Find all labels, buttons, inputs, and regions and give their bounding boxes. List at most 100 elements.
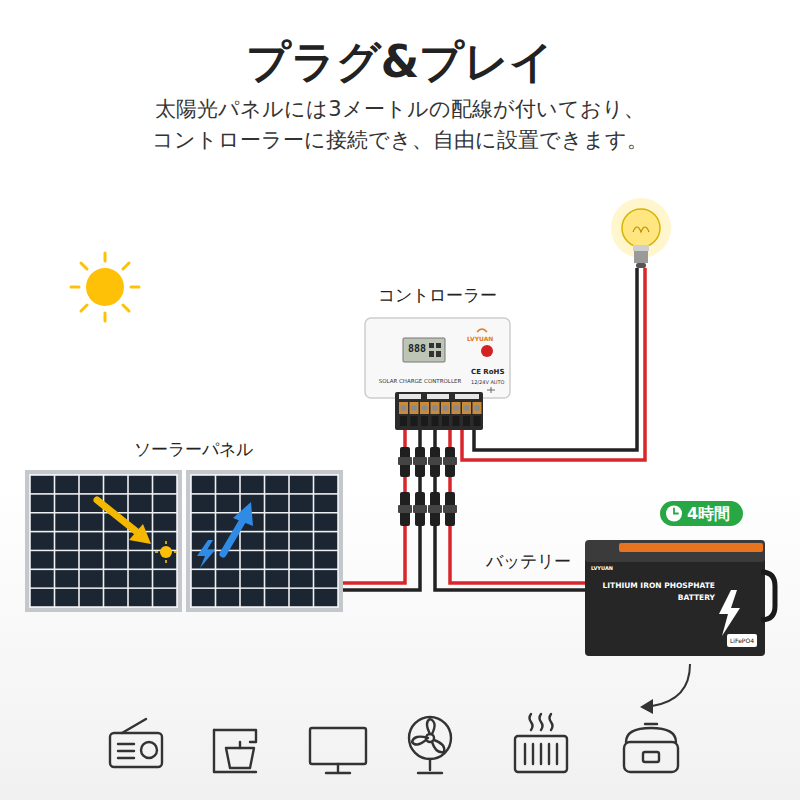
radio-icon-part [118,750,134,752]
sun-symbol-part-part [123,305,129,311]
rice-cooker-icon [624,724,678,772]
curved-arrow-part [652,664,690,706]
solar-panel-graphic-part [80,551,103,568]
solar-panel-graphic-part [55,514,78,531]
solar-panel-graphic-part [216,476,239,493]
solar-panel-graphic-part [80,476,103,493]
solar-panel-graphic-part [129,551,152,568]
mc4-connector-set-part-part [398,457,412,465]
solar-panel-graphic-part [55,532,78,549]
wire-line [435,430,585,590]
charge-controller-graphic-part [403,338,445,362]
solar-panel-graphic-part [314,532,337,549]
time-badge-graphic-part [660,501,743,526]
mc4-connector-set-part-part [428,505,442,513]
radio-icon-part [141,742,157,758]
sun-symbol-part-part [131,286,139,289]
solar-panel-graphic-part [314,495,337,512]
charge-controller-graphic-part [410,402,419,414]
charge-controller-graphic-part [432,405,438,411]
appliance-icons [110,714,678,773]
cert-mark: CE RoHS [471,368,509,377]
solar-panel: ソーラーパネル [25,470,343,612]
solar-panel-graphic-part [153,476,176,493]
solar-panel-graphic-part [31,570,54,587]
charge-controller-graphic-part [421,416,428,426]
solar-panel-graphic-part [55,551,78,568]
wire-line [343,430,420,590]
solar-panel-graphic-part-part [165,560,167,563]
charge-controller-graphic-part [395,392,483,430]
charge-controller-graphic-part [411,416,418,426]
time-badge-graphic-part [674,509,678,514]
light-bulb-part [633,245,649,251]
charge-controller-graphic-part [365,318,510,398]
battery-graphic-part [619,543,763,552]
solar-panel-graphic-part [129,589,152,606]
charge-controller: コントローラー888LVYUANSOLAR CHARGE CONTROLLERC… [365,318,510,430]
solar-panel-graphic-part [197,540,215,568]
solar-panel-graphic-part [104,589,127,606]
solar-panel-graphic-part [129,524,151,544]
time-badge-graphic-part [666,506,682,522]
monitor-icon-part [326,772,350,774]
heater-icon-part [515,736,567,772]
heater-icon-part [524,744,526,764]
charge-controller-graphic-part [481,345,493,357]
charge-controller-graphic-part [463,416,470,426]
solar-panel-graphic-part [265,532,288,549]
solar-panel-graphic-part [104,570,127,587]
solar-panel-graphic-part [153,570,176,587]
sun-symbol-part-part [104,313,107,321]
solar-panel-graphic-part [31,589,54,606]
rice-cooker-icon-part [626,728,676,742]
sun-symbol-part-part [81,305,87,311]
charge-controller-graphic-part [400,416,407,426]
radio-icon-part [122,719,146,733]
solar-panel-graphic-part [55,495,78,512]
lcd-digits: 888 [405,342,429,356]
mc4-connector-set [398,447,457,526]
solar-panel-graphic-part [290,589,313,606]
node-heading: バッテリー [479,550,577,572]
solar-panel-graphic-part [129,570,152,587]
battery-graphic-part [727,634,757,647]
caption-text: 太陽光パネルには3メートルの配線が付いており、 コントローラーに接続でき、自由に… [100,94,700,156]
heater-icon-part [540,714,543,730]
solar-panel-graphic-part [265,476,288,493]
heater-icon-part [550,714,553,730]
solar-panel-graphic-part [265,589,288,606]
device-label: SOLAR CHARGE CONTROLLER [371,378,469,385]
mc4-connector-set-part-part [428,457,442,465]
node-heading: ソーラーパネル [113,438,273,460]
solar-panel-graphic-part [192,514,215,531]
solar-panel-graphic-part [192,476,215,493]
fan-icon-part [412,737,428,745]
solar-panel-graphic-part [265,551,288,568]
fan-icon [409,717,451,773]
radio-icon-part [110,733,162,767]
fan-icon-part [429,759,431,770]
wire-connector [435,430,585,590]
charge-controller-graphic-part [455,394,479,399]
solar-panel-graphic-part [290,495,313,512]
solar-panel-graphic-part [265,495,288,512]
light-bulb-part [633,227,649,232]
monitor-icon [310,728,366,773]
charge-controller-graphic-part [442,416,449,426]
charge-controller-graphic-part [453,405,459,411]
solar-panel-graphic-part [153,514,176,531]
fan-icon-part [432,740,444,752]
solar-panel-graphic-part [31,495,54,512]
mixer-icon-part [214,730,256,742]
mixer-icon-part [239,742,241,748]
solar-panel-graphic-part [186,470,343,612]
brand-logo: LVYUAN [467,335,507,343]
light-bulb-part [622,209,660,247]
charge-controller-graphic-part [399,394,421,399]
charge-controller-graphic-part [464,405,470,411]
wire-connector [343,430,420,590]
heater-icon [515,714,567,772]
solar-panel-graphic-part [314,570,337,587]
curved-arrow [640,664,690,714]
